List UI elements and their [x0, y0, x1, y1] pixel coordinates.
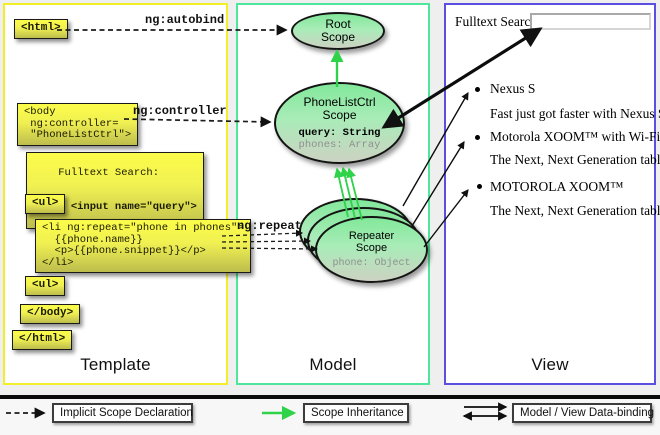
repeater-scope-ellipse-front: Repeater Scope phone: Object [315, 216, 428, 283]
root-scope-ellipse: Root Scope [291, 12, 385, 50]
view-item-2-desc: The Next, Next Generation tablet. [490, 152, 660, 167]
view-item-3-title: MOTOROLA XOOM™ [490, 179, 624, 194]
phonelistctrl-scope-ellipse: PhoneListCtrl Scope query: String phones… [274, 82, 405, 164]
view-item-2-title: Motorola XOOM™ with Wi-Fi [490, 129, 660, 144]
template-panel-label: Template [80, 355, 151, 374]
view-search-input[interactable] [530, 13, 651, 30]
view-bullet-1 [475, 87, 480, 92]
label-ng-repeat: ng:repeat [237, 219, 302, 233]
view-search-label: Fulltext Search: [455, 14, 541, 29]
model-panel-label: Model [309, 355, 357, 374]
code-body-close: </body> [20, 304, 81, 324]
view-item-1-title: Nexus S [490, 81, 536, 96]
label-ng-controller: ng:controller [133, 104, 227, 118]
root-scope-title: Root Scope [320, 16, 356, 44]
code-html-open: <html> [14, 19, 68, 39]
legend-separator [0, 395, 660, 399]
code-fulltext-line1: Fulltext Search: [58, 166, 160, 179]
code-ul-close: <ul> [25, 276, 66, 296]
model-panel: Model [236, 3, 430, 385]
view-bullet-2 [475, 135, 480, 140]
view-bullet-3 [477, 184, 482, 189]
view-item-3-desc: The Next, Next Generation tablet. [490, 203, 660, 218]
code-fulltext-search: Fulltext Search: <input name="query"> [26, 152, 204, 229]
code-body-open: <body ng:controller= "PhoneListCtrl"> [17, 103, 139, 146]
legend-databinding-box: Model / View Data-binding [512, 403, 654, 423]
legend-scope-inheritance-box: Scope Inheritance [303, 403, 409, 423]
code-li-repeat: <li ng:repeat="phone in phones"> {{phone… [35, 219, 251, 273]
legend-implicit-scope-box: Implicit Scope Declaration [52, 403, 193, 423]
phonelistctrl-scope-title: PhoneListCtrl Scope [303, 94, 376, 122]
repeater-scope-title: Repeater Scope [348, 229, 395, 255]
phonelistctrl-prop-query: query: String [298, 126, 381, 139]
view-panel-label: View [531, 355, 569, 374]
view-item-1-desc: Fast just got faster with Nexus S. [490, 106, 660, 121]
repeater-prop-phone: phone: Object [332, 257, 411, 269]
phonelistctrl-prop-phones: phones: Array [298, 138, 381, 151]
code-ul-open: <ul> [25, 194, 66, 214]
code-html-close: </html> [12, 330, 73, 350]
code-fulltext-line2: <input name="query"> [58, 201, 197, 213]
label-ng-autobind: ng:autobind [145, 13, 225, 27]
